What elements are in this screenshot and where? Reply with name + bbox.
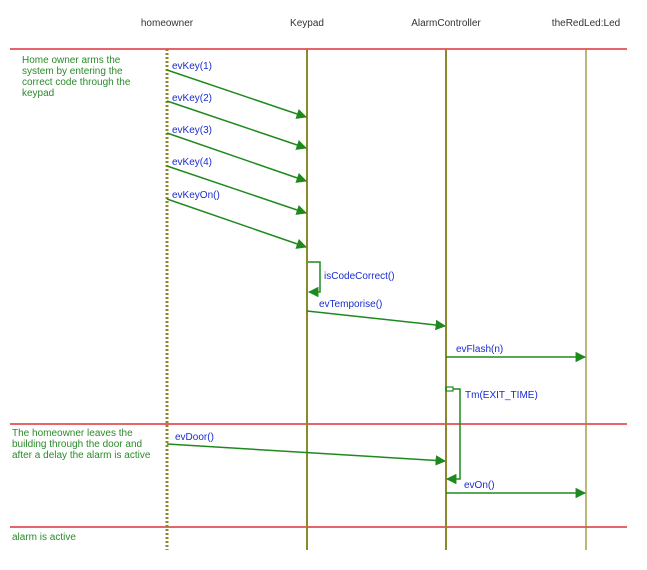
message-label-evkeyon: evKeyOn() — [172, 190, 220, 201]
message-arrow-timer — [445, 388, 461, 485]
note-arm-system: Home owner arms the system by entering t… — [22, 55, 131, 99]
message-label-evkey-4: evKey(4) — [172, 157, 212, 168]
note-alarm-active: alarm is active — [12, 532, 76, 543]
lifeline-header-alarm-controller: AlarmController — [411, 18, 481, 29]
message-arrow-evkey-4 — [166, 165, 307, 215]
message-label-iscodecorrect: isCodeCorrect() — [324, 271, 395, 282]
message-label-evtemporise: evTemporise() — [319, 299, 382, 310]
message-label-timer: Tm(EXIT_TIME) — [465, 390, 538, 401]
lifeline-header-red-led: theRedLed:Led — [552, 18, 620, 29]
message-label-evkey-2: evKey(2) — [172, 93, 212, 104]
message-arrow-evtemporise — [306, 310, 447, 331]
message-arrow-evkey-1 — [166, 69, 307, 119]
note-leave-building: The homeowner leaves the building throug… — [12, 428, 151, 461]
message-arrow-evkey-3 — [166, 132, 307, 183]
message-label-evdoor: evDoor() — [175, 432, 214, 443]
message-arrow-evdoor — [166, 443, 447, 466]
message-label-evflash: evFlash(n) — [456, 344, 503, 355]
message-arrow-evkeyon — [166, 198, 307, 249]
message-label-evkey-3: evKey(3) — [172, 125, 212, 136]
lifeline-header-homeowner: homeowner — [141, 18, 194, 29]
message-label-evon: evOn() — [464, 480, 495, 491]
timer-start-box — [445, 386, 454, 392]
lifeline-header-keypad: Keypad — [290, 18, 324, 29]
message-arrow-iscodecorrect — [307, 261, 321, 298]
message-label-evkey-1: evKey(1) — [172, 61, 212, 72]
message-arrow-evkey-2 — [166, 100, 307, 150]
